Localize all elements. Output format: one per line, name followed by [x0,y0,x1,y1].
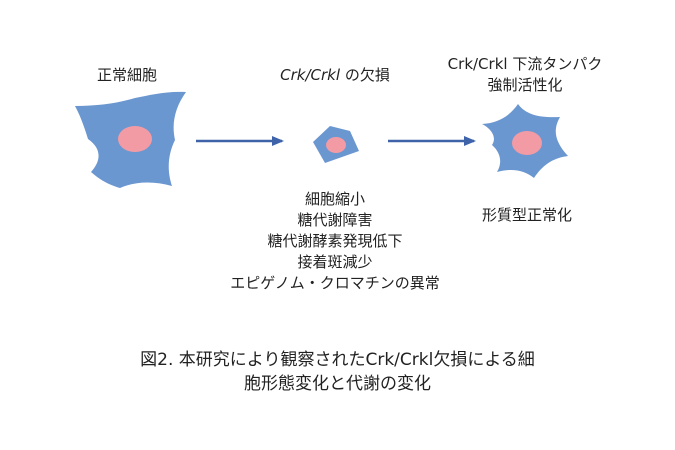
shrunken-cell-icon [313,126,359,163]
phenotype-item: 糖代謝酵素発現低下 [267,232,403,250]
crk-gene-name: Crk/Crkl [280,66,341,84]
figure-caption: 図2. 本研究により観察されたCrk/Crkl欠損による細 胞形態変化と代謝の変… [60,348,615,396]
loss-suffix: の欠損 [340,66,390,84]
crk-loss-label: Crk/Crkl の欠損 [274,66,396,85]
small-cell-nucleus [326,137,346,153]
phenotype-item: エピゲノム・クロマチンの異常 [230,274,440,292]
downstream-label-line1: Crk/Crkl 下流タンパク [447,55,603,73]
downstream-label-line2: 強制活性化 [487,76,563,94]
phenotype-item: 糖代謝障害 [297,211,373,229]
caption-line1: 図2. 本研究により観察されたCrk/Crkl欠損による細 [140,350,535,370]
normal-cell-label: 正常細胞 [97,66,158,84]
phenotype-item: 細胞縮小 [304,190,365,208]
spread-cell-icon [75,91,186,188]
downstream-activation-label: Crk/Crkl 下流タンパク 強制活性化 [430,54,620,96]
phenotype-item: 接着斑減少 [297,253,373,271]
normal-cell-nucleus [118,126,152,152]
restored-cell-nucleus [512,131,542,155]
caption-line2: 胞形態変化と代謝の変化 [244,374,431,394]
restored-cell-icon [482,104,568,178]
phenotype-list: 細胞縮小 糖代謝障害 糖代謝酵素発現低下 接着斑減少 エピゲノム・クロマチンの異… [190,189,480,294]
phenotype-normalized-label: 形質型正常化 [481,206,572,224]
